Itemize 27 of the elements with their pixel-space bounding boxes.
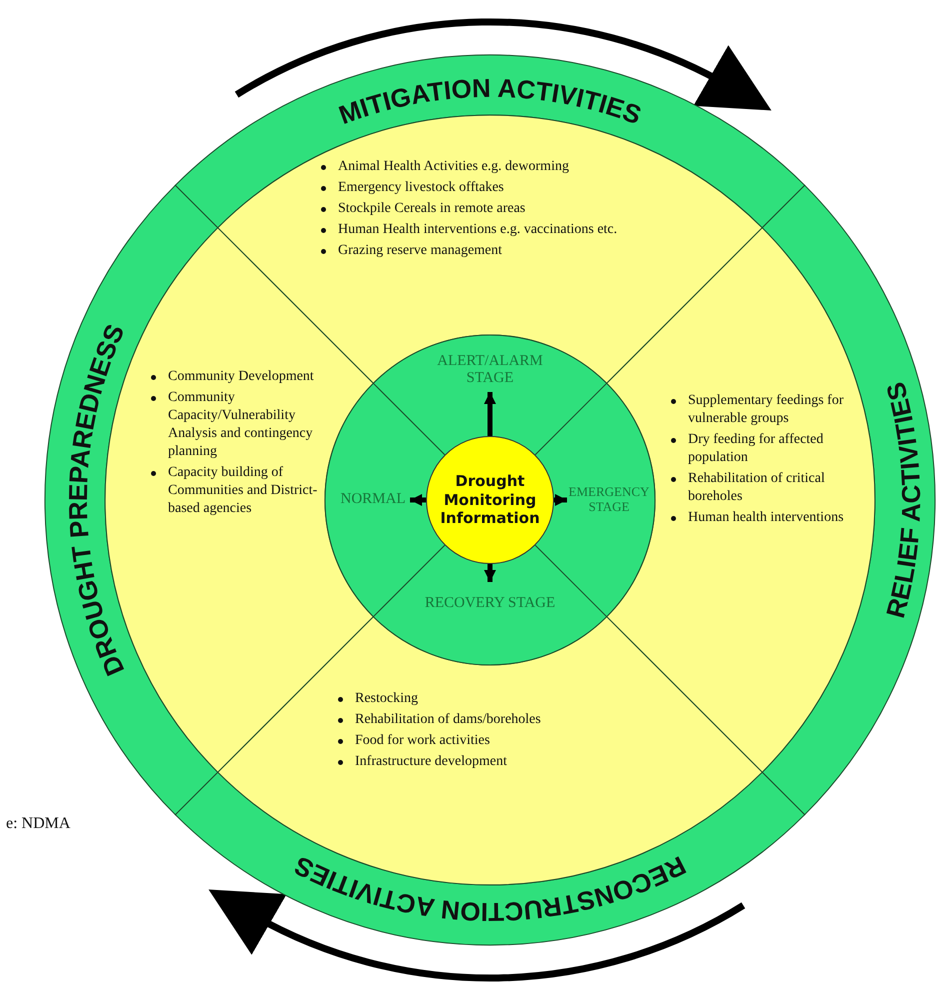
bullet-item: Emergency livestock offtakes (338, 180, 504, 195)
bullet-item: Supplementary feedings for vulnerable groups (688, 393, 844, 426)
bullet-item: Infrastructure development (355, 754, 507, 769)
bullet-item: Community Development (168, 369, 314, 384)
bullet-item: Rehabilitation of critical boreholes (688, 471, 825, 504)
bullet-item: Food for work activities (355, 733, 490, 748)
bullet-item: Animal Health Activities e.g. deworming (338, 159, 569, 174)
bullet-item: Stockpile Cereals in remote areas (338, 201, 526, 216)
bullet-item: Capacity building of Communities and District-based agencies (168, 465, 318, 516)
bullet-item: Grazing reserve management (338, 243, 502, 258)
stage-label: EMERGENCY STAGE (567, 474, 651, 526)
stage-label: ALERT/ALARM STAGE (415, 348, 565, 392)
bullet-item: Human Health interventions e.g. vaccinations etc. (338, 222, 618, 237)
arrow (484, 564, 496, 582)
bullet-item: Human health interventions (688, 510, 844, 525)
bullet-item: Community Capacity/Vulnerability Analysis and contingency planning (168, 390, 313, 459)
source-note: e: NDMA (6, 815, 70, 833)
stage-label: NORMAL (336, 488, 410, 512)
arrow (554, 494, 567, 506)
arrow (484, 392, 496, 436)
bullet-item: Restocking (355, 691, 418, 706)
ring-sector (174, 616, 806, 945)
stage-label: RECOVERY STAGE (415, 582, 565, 626)
center-title: Drought Monitoring Information (439, 472, 541, 528)
bullet-item: Dry feeding for affected population (688, 432, 824, 465)
bullet-item: Rehabilitation of dams/boreholes (355, 712, 541, 727)
arrow (410, 494, 426, 506)
